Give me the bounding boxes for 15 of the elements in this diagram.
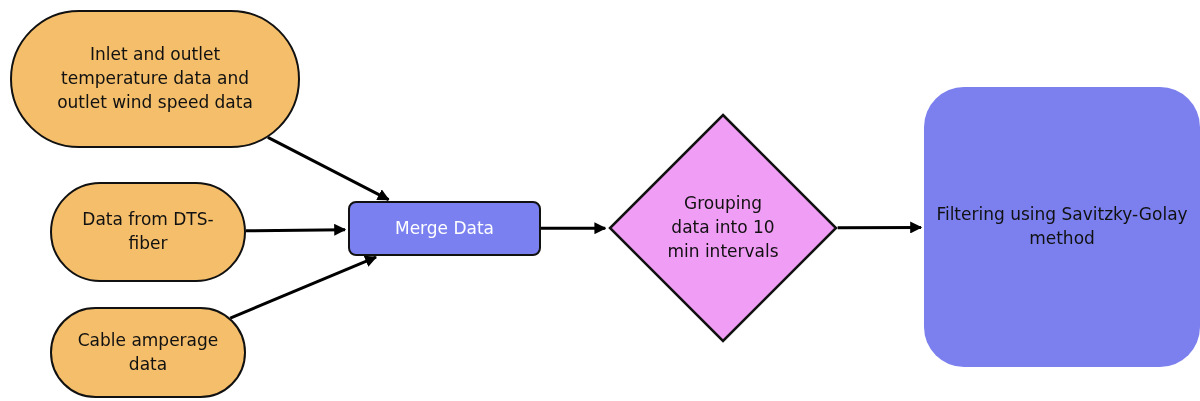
arrow bbox=[837, 221, 923, 234]
arrow bbox=[267, 135, 390, 201]
decision-diamond bbox=[608, 113, 838, 343]
arrow bbox=[229, 255, 378, 320]
node-text: Inlet and outlet temperature data and outlet wind speed data bbox=[56, 43, 254, 114]
node-text: Merge Data bbox=[393, 216, 496, 240]
process-box bbox=[924, 87, 1200, 367]
terminal-pill bbox=[50, 307, 246, 398]
node-text: Data from DTS-fiber bbox=[81, 208, 215, 255]
process-box bbox=[348, 201, 541, 256]
node-text: Cable amperage data bbox=[76, 328, 220, 376]
node-text: Filtering using Savitzky-Golay method bbox=[935, 203, 1189, 250]
arrow bbox=[541, 222, 607, 235]
node-text: Grouping data into 10 min intervals bbox=[666, 192, 780, 263]
arrow bbox=[245, 223, 347, 236]
